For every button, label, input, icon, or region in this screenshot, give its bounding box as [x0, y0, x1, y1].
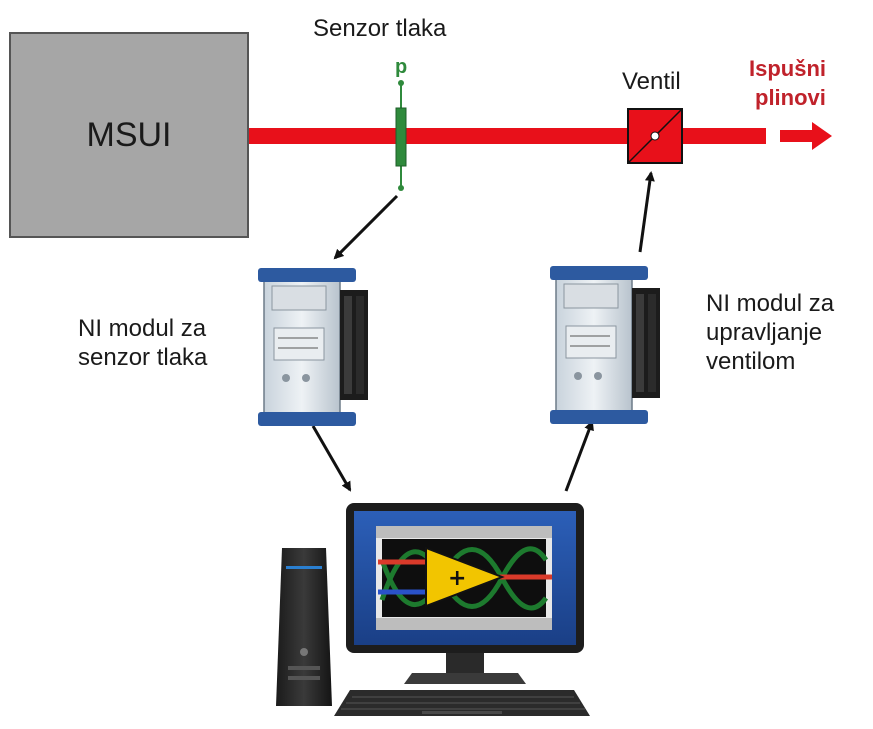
- arrow-module-to-valve: [638, 171, 655, 253]
- arrow-computer-to-module: [564, 420, 594, 492]
- engine-label: MSUI: [86, 115, 172, 154]
- exhaust-arrow: [780, 122, 832, 150]
- engine-block: [9, 32, 249, 238]
- ni-module-valve: [550, 266, 660, 424]
- pressure-sensor-symbol: p: [395, 56, 408, 78]
- ni-module-valve-line3: ventilom: [706, 348, 796, 375]
- exhaust-label-line2: plinovi: [755, 85, 826, 110]
- monitor: +: [346, 503, 584, 684]
- arrow-sensor-to-module: [333, 194, 399, 260]
- ni-module-sensor: [258, 268, 368, 426]
- exhaust-pipe: [246, 128, 766, 144]
- valve-symbol: [627, 108, 683, 164]
- pressure-sensor: [395, 80, 407, 191]
- ni-module-sensor-line1: NI modul za: [78, 315, 207, 342]
- svg-text:+: +: [448, 566, 466, 591]
- valve-title: Ventil: [622, 68, 681, 95]
- keyboard: [334, 690, 590, 716]
- pressure-sensor-title: Senzor tlaka: [313, 15, 447, 42]
- exhaust-label-line1: Ispušni: [749, 56, 827, 81]
- ni-module-sensor-line2: senzor tlaka: [78, 344, 208, 371]
- arrow-module-to-computer: [311, 425, 352, 492]
- ni-module-valve-line2: upravljanje: [706, 319, 823, 346]
- ni-module-valve-line1: NI modul za: [706, 290, 835, 317]
- pc-tower: [276, 548, 332, 706]
